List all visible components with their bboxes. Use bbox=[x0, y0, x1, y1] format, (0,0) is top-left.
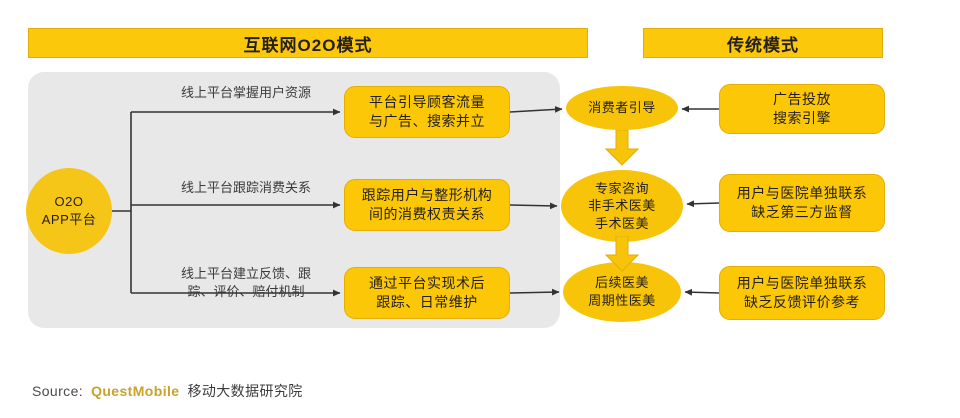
middle-box-traffic-guidance: 平台引导顾客流量 与广告、搜索并立 bbox=[344, 86, 510, 138]
source-brand: QuestMobile bbox=[91, 383, 180, 399]
wire-label-user-resources: 线上平台掌握用户资源 bbox=[180, 85, 311, 100]
center-node-consumer-guidance: 消费者引导 bbox=[566, 86, 678, 130]
o2o-node-line2: APP平台 bbox=[41, 212, 97, 227]
right-box-no-third-party-supervision: 用户与医院单独联系 缺乏第三方监督 bbox=[719, 174, 885, 232]
bottom-rule bbox=[0, 414, 960, 418]
right-box-advertising-search: 广告投放 搜索引擎 bbox=[719, 84, 885, 134]
center-node-consultation-treatment: 专家咨询 非手术医美 手术医美 bbox=[561, 170, 683, 242]
source-agency: 移动大数据研究院 bbox=[187, 383, 303, 399]
source-footer: Source: QuestMobile 移动大数据研究院 bbox=[32, 381, 303, 401]
wire-label-consumption-tracking: 线上平台跟踪消费关系 bbox=[180, 180, 311, 195]
o2o-platform-node: O2O APP平台 bbox=[26, 168, 112, 254]
source-label: Source: bbox=[32, 383, 84, 399]
header-bar-traditional: 传统模式 bbox=[643, 28, 883, 58]
flow-arrow-down-1 bbox=[605, 130, 639, 166]
flow-arrow-down-2 bbox=[605, 236, 639, 272]
header-bar-online-o2o: 互联网O2O模式 bbox=[28, 28, 588, 58]
center-node-followup-cycle: 后续医美 周期性医美 bbox=[563, 262, 681, 322]
o2o-node-line1: O2O bbox=[54, 194, 84, 210]
header-right-label: 传统模式 bbox=[727, 35, 799, 55]
wire-label-feedback-mechanism: 线上平台建立反馈、跟 踪、评价、赔付机制 bbox=[180, 266, 311, 299]
middle-box-responsibility-tracking: 跟踪用户与整形机构 间的消费权责关系 bbox=[344, 179, 510, 231]
header-left-label: 互联网O2O模式 bbox=[243, 35, 373, 55]
middle-box-postop-followup: 通过平台实现术后 跟踪、日常维护 bbox=[344, 267, 510, 319]
right-box-no-feedback-reference: 用户与医院单独联系 缺乏反馈评价参考 bbox=[719, 266, 885, 320]
